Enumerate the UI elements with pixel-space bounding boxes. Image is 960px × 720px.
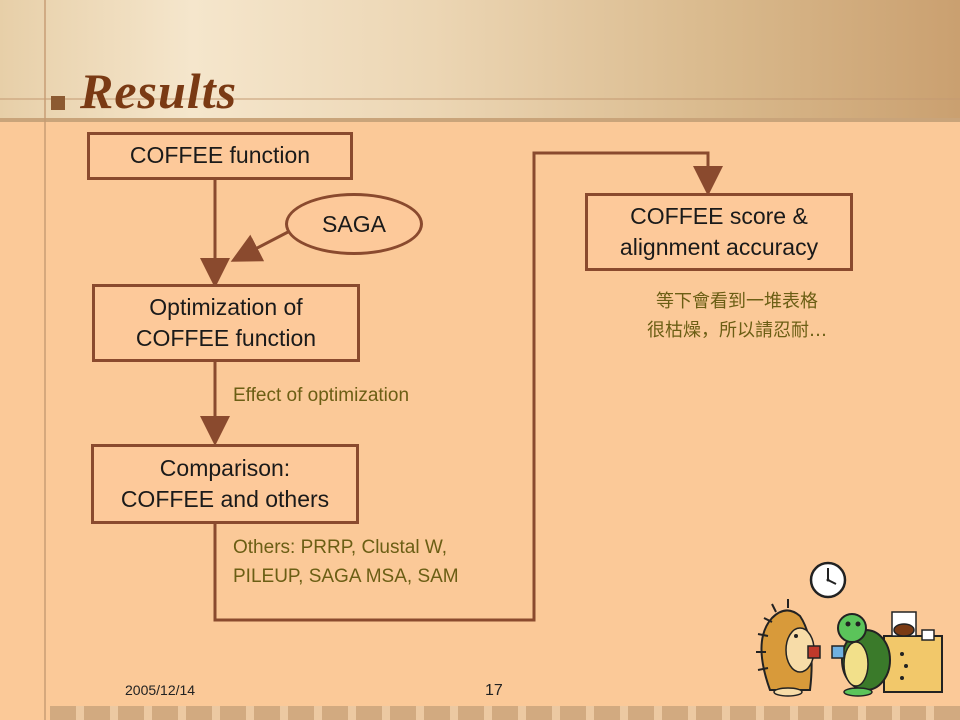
node-optimization: Optimization of COFFEE function [92, 284, 360, 362]
annotation-others-line1: Others: PRRP, Clustal W, [233, 537, 447, 558]
node-optimization-line2: COFFEE function [135, 325, 317, 351]
node-optimization-line1: Optimization of [149, 293, 303, 320]
page-number: 17 [485, 682, 503, 699]
remark-line1: 等下會看到一堆表格 [656, 291, 818, 312]
arrow-comparison-to-score [213, 151, 723, 622]
footer-strip [50, 706, 960, 720]
node-saga: SAGA [285, 193, 423, 255]
node-coffee-score: COFFEE score & alignment accuracy [585, 193, 853, 271]
remark-text: 等下會看到一堆表格 很枯燥，所以請忍耐… [612, 288, 862, 346]
remark-line2: 很枯燥，所以請忍耐… [647, 319, 827, 341]
node-coffee-function: COFFEE function [87, 132, 353, 180]
header-divider [0, 118, 960, 122]
node-saga-label: SAGA [322, 210, 386, 237]
footer-date: 2005/12/14 [125, 682, 196, 698]
annotation-others-line2: PILEUP, SAGA MSA, SAM [233, 566, 459, 588]
node-comparison-line2: COFFEE and others [120, 486, 330, 512]
node-comparison-line1: Comparison: [159, 454, 291, 481]
node-coffee-function-label: COFFEE function [129, 142, 311, 169]
slide-title: Results [80, 63, 238, 119]
decor-square [51, 96, 65, 110]
node-coffee-score-line1: COFFEE score & [630, 202, 808, 229]
coffee-maker-illustration [883, 611, 943, 693]
clock-icon [809, 561, 847, 599]
decor-vline [44, 0, 46, 720]
arrow-saga-to-flow [230, 230, 289, 262]
annotation-effect: Effect of optimization [233, 385, 410, 406]
annotation-others: Others: PRRP, Clustal W, PILEUP, SAGA MS… [233, 533, 459, 592]
hedgehog-illustration [756, 599, 821, 697]
header-banner [0, 0, 960, 122]
node-comparison: Comparison: COFFEE and others [91, 444, 359, 524]
turtle-illustration [831, 613, 891, 697]
decor-hline [0, 98, 960, 100]
node-coffee-score-line2: alignment accuracy [619, 234, 819, 260]
